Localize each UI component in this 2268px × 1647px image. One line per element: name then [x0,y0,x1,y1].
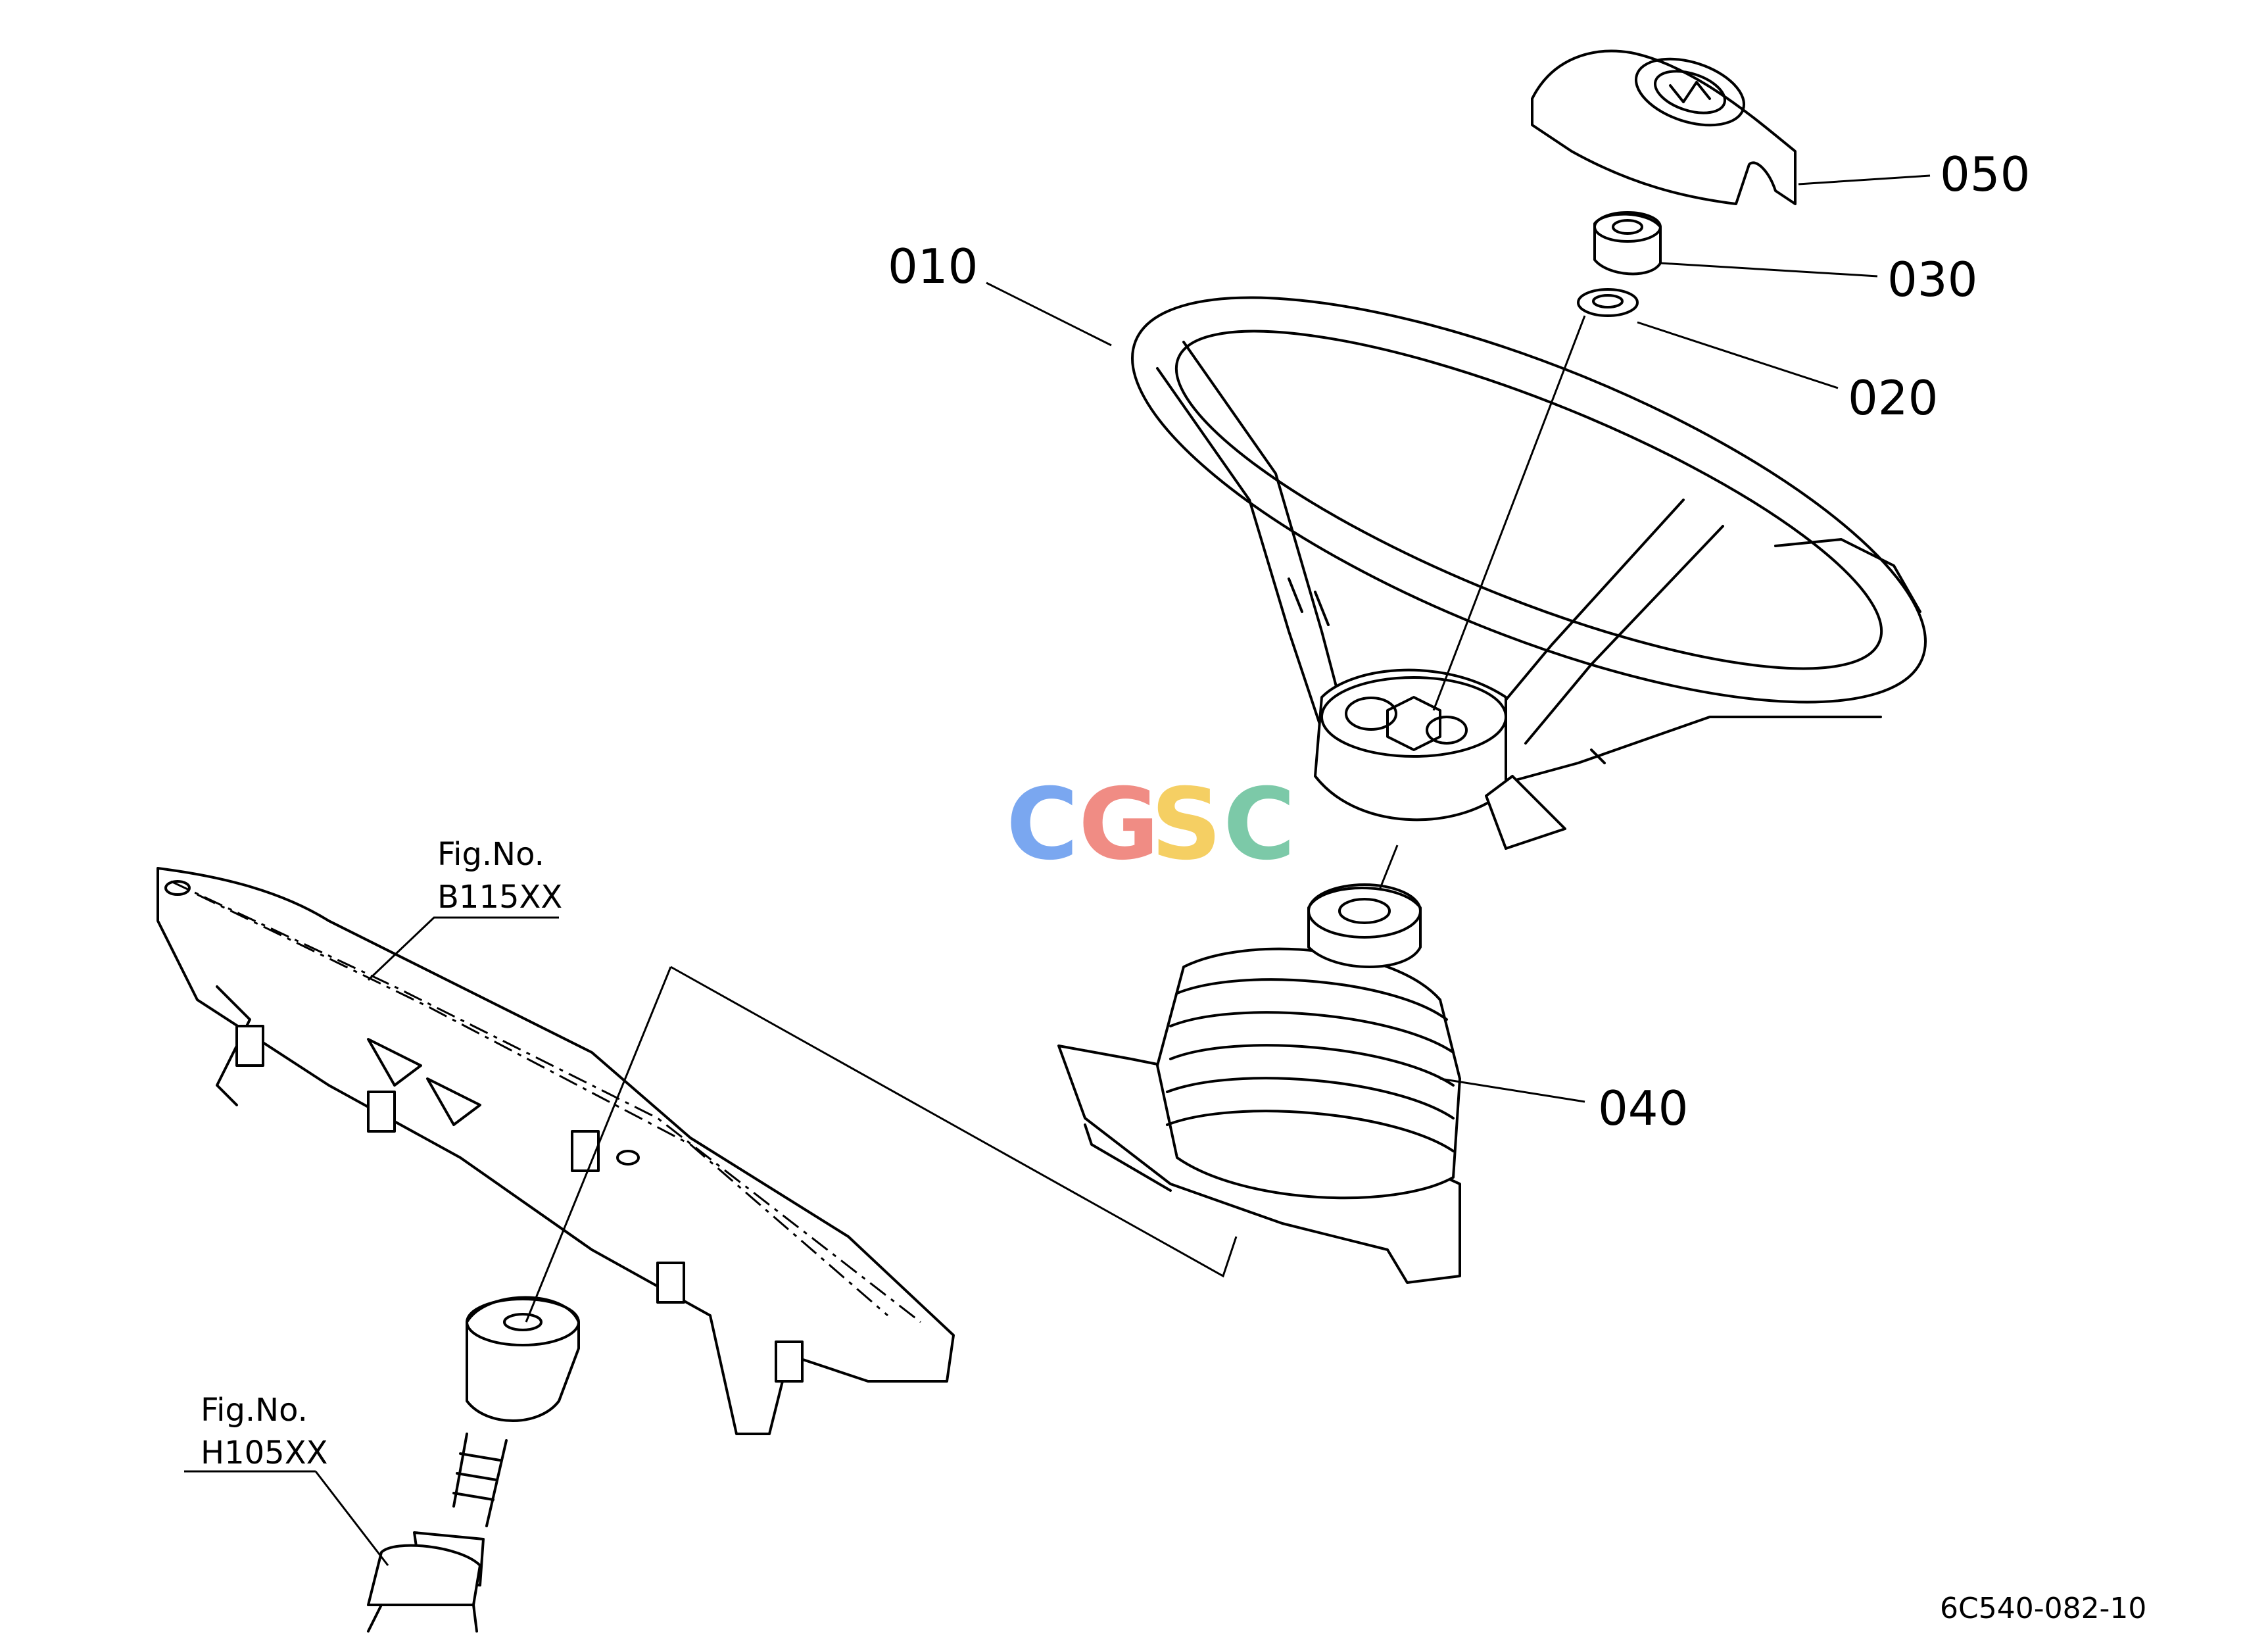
guide-line-shaft [525,966,672,1323]
horn-cap [1531,49,1797,205]
guide-line [670,966,1238,1278]
part-label-030: 030 [1887,252,1977,307]
part-label-010: 010 [888,239,978,294]
watermark-letter-4: C [1223,768,1295,882]
diagram-code: 6C540-082-10 [1940,1592,2146,1625]
watermark-letter-1: C [1006,768,1078,882]
fig-ref-b115-line1: Fig.No. [437,836,544,873]
lock-washer [1577,288,1639,317]
dash-panel [157,867,955,1435]
column-bushing [466,1296,580,1422]
part-label-040: 040 [1598,1081,1688,1136]
part-label-050: 050 [1940,147,2030,202]
hex-nut [1593,211,1662,276]
watermark-logo: C G S C [1006,768,1295,882]
steering-wheel [1131,296,1927,850]
column-boot [1057,883,1461,1284]
watermark-letter-3: S [1151,768,1222,882]
watermark-letter-2: G [1078,768,1159,882]
part-label-020: 020 [1848,370,1938,426]
fig-ref-b115-line2: B115XX [437,879,562,916]
leader-lines [184,174,1931,1566]
assembly-axis-line [1432,315,1586,711]
fig-ref-h105-line2: H105XX [201,1435,327,1471]
fig-ref-h105-line1: Fig.No. [201,1392,308,1429]
steering-shaft [367,1433,508,1633]
